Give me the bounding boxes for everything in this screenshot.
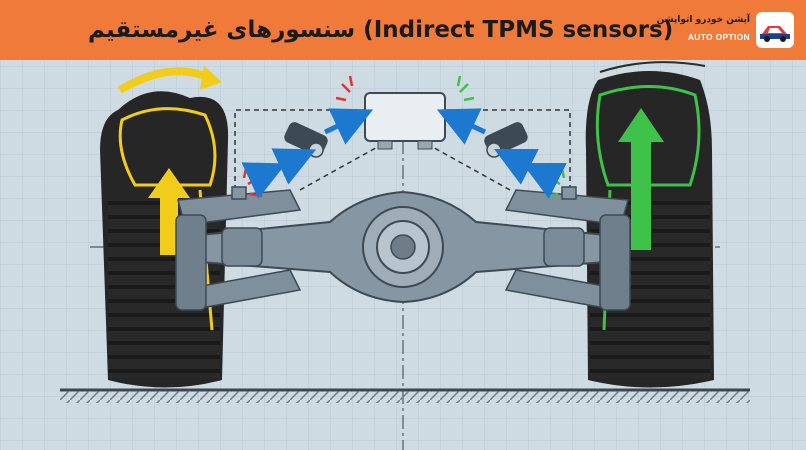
- rear-axle-differential: [175, 189, 631, 311]
- right-tire-arrow-icon: [618, 108, 664, 250]
- header-bar: سنسورهای غیرمستقیم (Indirect TPMS sensor…: [0, 0, 806, 60]
- left-rotation-arrow: [117, 67, 212, 94]
- abs-green-signal-icon: [456, 75, 475, 102]
- right-lower-signal-arrow: [494, 149, 567, 199]
- left-tire-outline: [118, 107, 217, 187]
- ground-hatch: [60, 391, 750, 403]
- left-rotation-arrowhead-icon: [200, 66, 222, 90]
- abs-red-signal-icon: [335, 75, 354, 102]
- left-upper-signal-arrow: [323, 108, 374, 145]
- center-wires: [299, 139, 511, 191]
- brand-name-fa: آپشن خودرو اتواپشن: [656, 15, 750, 25]
- right-cv-joint: [543, 227, 585, 267]
- brand-logo-icon: [756, 12, 794, 48]
- page-title: سنسورهای غیرمستقیم (Indirect TPMS sensor…: [88, 17, 674, 43]
- brand-name-en: AUTO OPTION: [687, 32, 750, 42]
- left-hub: [175, 214, 207, 311]
- right-wire: [445, 109, 571, 190]
- brand[interactable]: آپشن خودرو اتواپشن AUTO OPTION: [654, 8, 794, 52]
- right-hub: [599, 214, 631, 311]
- tpms-diagram: [0, 60, 806, 450]
- right-tire-outline: [595, 85, 701, 187]
- left-lower-signal-arrow: [241, 148, 317, 199]
- left-cv-joint: [221, 227, 263, 267]
- left-tire-arrow-icon: [148, 168, 190, 255]
- right-upper-signal-arrow: [436, 108, 487, 145]
- left-wire: [234, 109, 365, 190]
